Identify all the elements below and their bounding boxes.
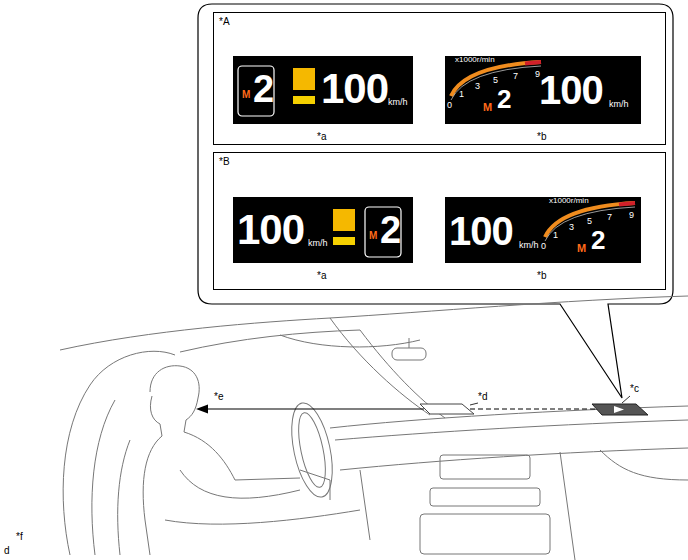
display-value: 2 [380, 211, 400, 249]
display-label: km/h [388, 98, 408, 107]
hud-display: 100km/hM2*a [233, 197, 413, 263]
display-label: 7 [513, 72, 518, 81]
display-value: 100 [237, 209, 304, 251]
display-label: 1 [553, 231, 558, 240]
display-label: 9 [629, 211, 634, 220]
display-label: 3 [475, 82, 480, 91]
display-label: 5 [493, 76, 498, 85]
callout-label: d [4, 546, 10, 556]
display-label: 1 [459, 90, 464, 99]
panel-frame: *B100km/hM2*a100km/hx1000r/min013579M2*b [213, 152, 666, 290]
callout-label: *B [219, 157, 230, 167]
callout-label: *a [317, 271, 326, 281]
display-value: 100 [539, 70, 603, 110]
display-value: 2 [591, 227, 604, 253]
callout-label: *b [537, 132, 546, 142]
display-label: M [369, 231, 377, 241]
panel-frame: *AM2100km/h*ax1000r/min013579M2100km/h*b [213, 12, 666, 145]
display-label: M [483, 102, 492, 113]
display-value: 100 [321, 68, 388, 110]
callout-label: *d [478, 392, 487, 402]
light-path [204, 408, 424, 409]
display-label: x1000r/min [549, 197, 589, 205]
hud-display: 100km/hx1000r/min013579M2*b [445, 197, 641, 263]
display-label: km/h [519, 241, 539, 250]
display-label: 5 [587, 217, 592, 226]
leader-line [470, 403, 478, 405]
display-label: km/h [308, 239, 328, 248]
projector-symbol [614, 406, 624, 413]
car-interior [60, 296, 688, 560]
leader-line [622, 396, 630, 403]
display-label: M [577, 243, 586, 254]
display-value: 2 [253, 70, 273, 108]
arrowhead [196, 405, 208, 414]
callout-label: *b [537, 271, 546, 281]
display-label: x1000r/min [455, 56, 495, 64]
callout-label: *c [630, 384, 639, 394]
callout-label: *a [317, 132, 326, 142]
hud-projector [592, 404, 648, 415]
display-label: M [242, 90, 250, 100]
callout-label: *f [16, 532, 23, 542]
hud-display: M2100km/h*a [233, 56, 413, 124]
windshield-reflection [420, 404, 474, 414]
callout-label: *e [214, 392, 223, 402]
callout-label: *A [219, 17, 230, 27]
display-value: 100 [449, 211, 513, 251]
hud-display: x1000r/min013579M2100km/h*b [445, 56, 641, 124]
display-label: 0 [447, 101, 452, 110]
display-label: 0 [541, 242, 546, 251]
light-path-dashed [470, 409, 596, 410]
callout-balloon [198, 4, 673, 398]
display-label: 7 [607, 213, 612, 222]
display-label: 3 [569, 223, 574, 232]
display-label: km/h [609, 100, 629, 109]
display-value: 2 [497, 86, 510, 112]
